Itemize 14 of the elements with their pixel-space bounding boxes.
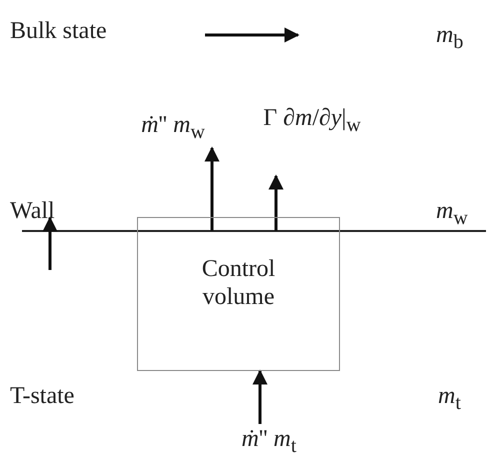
formula: ṁ'' m$_{w}$ (118, 108, 228, 148)
arrow (252, 370, 268, 424)
concentration-label: m$_{w}$ (436, 198, 468, 229)
region-label: T-state (10, 383, 74, 410)
concentration-label: m$_{b}$ (436, 22, 464, 53)
arrow (204, 146, 220, 231)
concentration-label: m$_{t}$ (438, 383, 461, 414)
region-label: Bulk state (10, 18, 107, 44)
formula: Γ ∂m/∂y|$_{w}$ (262, 66, 362, 176)
arrow (268, 174, 284, 231)
region-label: Wall (10, 198, 55, 224)
box-label: Control volume (200, 256, 276, 312)
formula: ṁ'' m$_{t}$ (214, 424, 324, 460)
control-volume-box (137, 217, 340, 371)
